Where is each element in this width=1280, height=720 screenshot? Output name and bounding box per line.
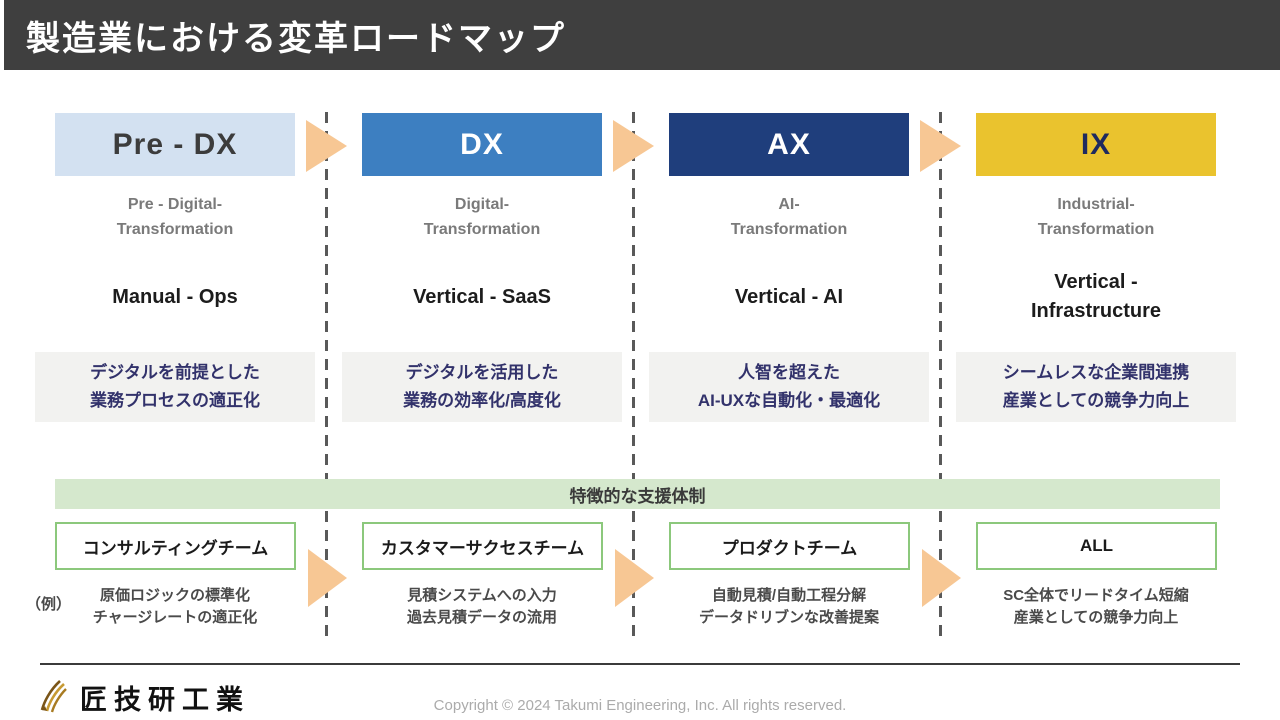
team-box-consulting: コンサルティングチーム <box>55 522 296 570</box>
description-line: 産業としての競争力向上 <box>1002 391 1190 410</box>
description-line: デジタルを活用した <box>405 363 559 382</box>
stage-header-ax: AX <box>669 113 909 176</box>
example-label: （例） <box>26 596 72 613</box>
subtitle-line: Pre - Digital- <box>127 196 223 213</box>
subtitle-line: Transformation <box>1037 221 1155 238</box>
example-line: データドリブンな改善提案 <box>698 609 879 626</box>
team-box-all: ALL <box>976 522 1217 570</box>
divider-dashed-1 <box>325 112 328 638</box>
focus-line: Vertical - SaaS <box>413 285 551 308</box>
logo-strokes-icon <box>38 676 68 719</box>
company-name: 匠技研工業 <box>80 685 250 716</box>
focus-line: Manual - Ops <box>112 285 238 308</box>
team-example-product: 自動見積/自動工程分解 データドリブンな改善提案 <box>654 585 924 629</box>
arrow-right-icon <box>306 120 347 172</box>
example-line: 見積システムへの入力 <box>407 587 557 604</box>
arrow-right-icon <box>922 549 961 607</box>
company-logo: 匠技研工業 <box>38 676 250 719</box>
arrow-right-icon <box>920 120 961 172</box>
arrow-right-icon <box>308 549 347 607</box>
team-example-all: SC全体でリードタイム短縮 産業としての競争力向上 <box>961 585 1231 629</box>
divider-dashed-3 <box>939 112 942 638</box>
team-box-customer-success: カスタマーサクセスチーム <box>362 522 603 570</box>
focus-line: Vertical - AI <box>734 285 844 308</box>
example-line: 過去見積データの流用 <box>406 609 557 626</box>
description-line: 業務プロセスの適正化 <box>90 391 260 410</box>
stage-description-ax: 人智を超えた AI-UXな自動化・最適化 <box>649 352 929 422</box>
divider-dashed-2 <box>632 112 635 638</box>
subtitle-line: AI- <box>778 196 800 213</box>
stage-focus-ax: Vertical - AI <box>669 266 909 328</box>
focus-line: Vertical - <box>1054 271 1138 293</box>
stage-focus-pre-dx: Manual - Ops <box>55 266 295 328</box>
subtitle-line: Transformation <box>423 221 541 238</box>
stage-focus-dx: Vertical - SaaS <box>362 266 602 328</box>
subtitle-line: Transformation <box>730 221 848 238</box>
stage-description-dx: デジタルを活用した 業務の効率化/高度化 <box>342 352 622 422</box>
subtitle-line: Industrial- <box>1057 196 1135 213</box>
example-line: 自動見積/自動工程分解 <box>711 587 867 604</box>
focus-line: Infrastructure <box>1030 300 1162 322</box>
subtitle-line: Transformation <box>116 221 234 238</box>
support-banner: 特徴的な支援体制 <box>55 479 1220 509</box>
example-line: 原価ロジックの標準化 <box>99 587 250 604</box>
stage-description-pre-dx: デジタルを前提とした 業務プロセスの適正化 <box>35 352 315 422</box>
title-bar: 製造業における変革ロードマップ <box>4 0 1280 70</box>
arrow-right-icon <box>615 549 654 607</box>
stage-subtitle-ix: Industrial- Transformation <box>976 192 1216 242</box>
copyright-text: Copyright © 2024 Takumi Engineering, Inc… <box>433 697 847 714</box>
team-example-consulting: 原価ロジックの標準化 チャージレートの適正化 <box>40 585 310 629</box>
stage-header-dx: DX <box>362 113 602 176</box>
example-line: チャージレートの適正化 <box>92 609 258 626</box>
description-line: 人智を超えた <box>738 363 840 382</box>
stage-subtitle-pre-dx: Pre - Digital- Transformation <box>55 192 295 242</box>
example-line: 産業としての競争力向上 <box>1013 609 1179 626</box>
arrow-right-icon <box>613 120 654 172</box>
stage-subtitle-dx: Digital- Transformation <box>362 192 602 242</box>
stage-header-ix: IX <box>976 113 1216 176</box>
description-line: 業務の効率化/高度化 <box>403 391 561 410</box>
stage-focus-ix: Vertical - Infrastructure <box>976 266 1216 328</box>
stage-subtitle-ax: AI- Transformation <box>669 192 909 242</box>
footer-divider <box>40 663 1240 665</box>
description-line: デジタルを前提とした <box>90 363 260 382</box>
example-line: SC全体でリードタイム短縮 <box>1003 587 1189 604</box>
description-line: AI-UXな自動化・最適化 <box>697 391 881 410</box>
page-title: 製造業における変革ロードマップ <box>26 19 566 58</box>
stage-description-ix: シームレスな企業間連携 産業としての競争力向上 <box>956 352 1236 422</box>
stage-header-pre-dx: Pre - DX <box>55 113 295 176</box>
description-line: シームレスな企業間連携 <box>1002 363 1190 382</box>
team-example-customer-success: 見積システムへの入力 過去見積データの流用 <box>347 585 617 629</box>
subtitle-line: Digital- <box>454 196 510 213</box>
team-box-product: プロダクトチーム <box>669 522 910 570</box>
